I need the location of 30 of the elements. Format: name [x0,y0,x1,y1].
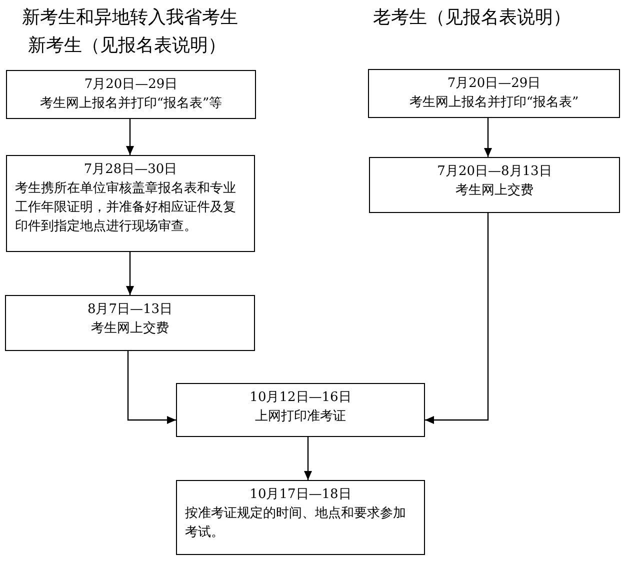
group-heading: 新考生和异地转入我省考生 [22,6,238,29]
step-text: 考生网上交费 [90,320,170,338]
step-box [176,383,425,437]
step-text: 上网打印准考证 [254,408,347,426]
step-text: 考生携所在单位审核盖章报名表和专业工作年限证明，并准备好相应证件及复印件到指定地点进行现场审查。 [15,180,237,236]
date-text: 7月20日—29日 [83,76,179,94]
step-box [6,155,255,252]
date-text: 8月7日—13日 [86,301,174,319]
step-box [369,157,620,213]
group-heading: 新考生（见报名表说明） [28,34,226,57]
arrow [127,351,176,424]
date-text: 10月17日—18日 [248,486,352,504]
step-text: 考生网上交费 [454,182,534,200]
step-text: 考生网上报名并打印“报名表” [408,94,580,112]
step-box [5,295,255,351]
date-text: 10月12日—16日 [248,389,352,407]
arrow [484,118,492,157]
arrow [126,119,134,155]
group-heading: 老考生（见报名表说明） [373,6,571,29]
step-text: 按准考证规定的时间、地点和要求参加考试。 [185,505,407,542]
step-text: 考生网上报名并打印“报名表”等 [38,95,224,113]
step-box [6,70,256,119]
date-text: 7月20日—29日 [446,75,542,93]
date-text: 7月28日—30日 [82,161,178,179]
date-text: 7月20日—8月13日 [436,163,553,181]
arrow [126,252,134,295]
step-box [368,69,620,118]
arrow [304,437,312,480]
step-box [176,480,425,555]
arrow [425,213,489,424]
